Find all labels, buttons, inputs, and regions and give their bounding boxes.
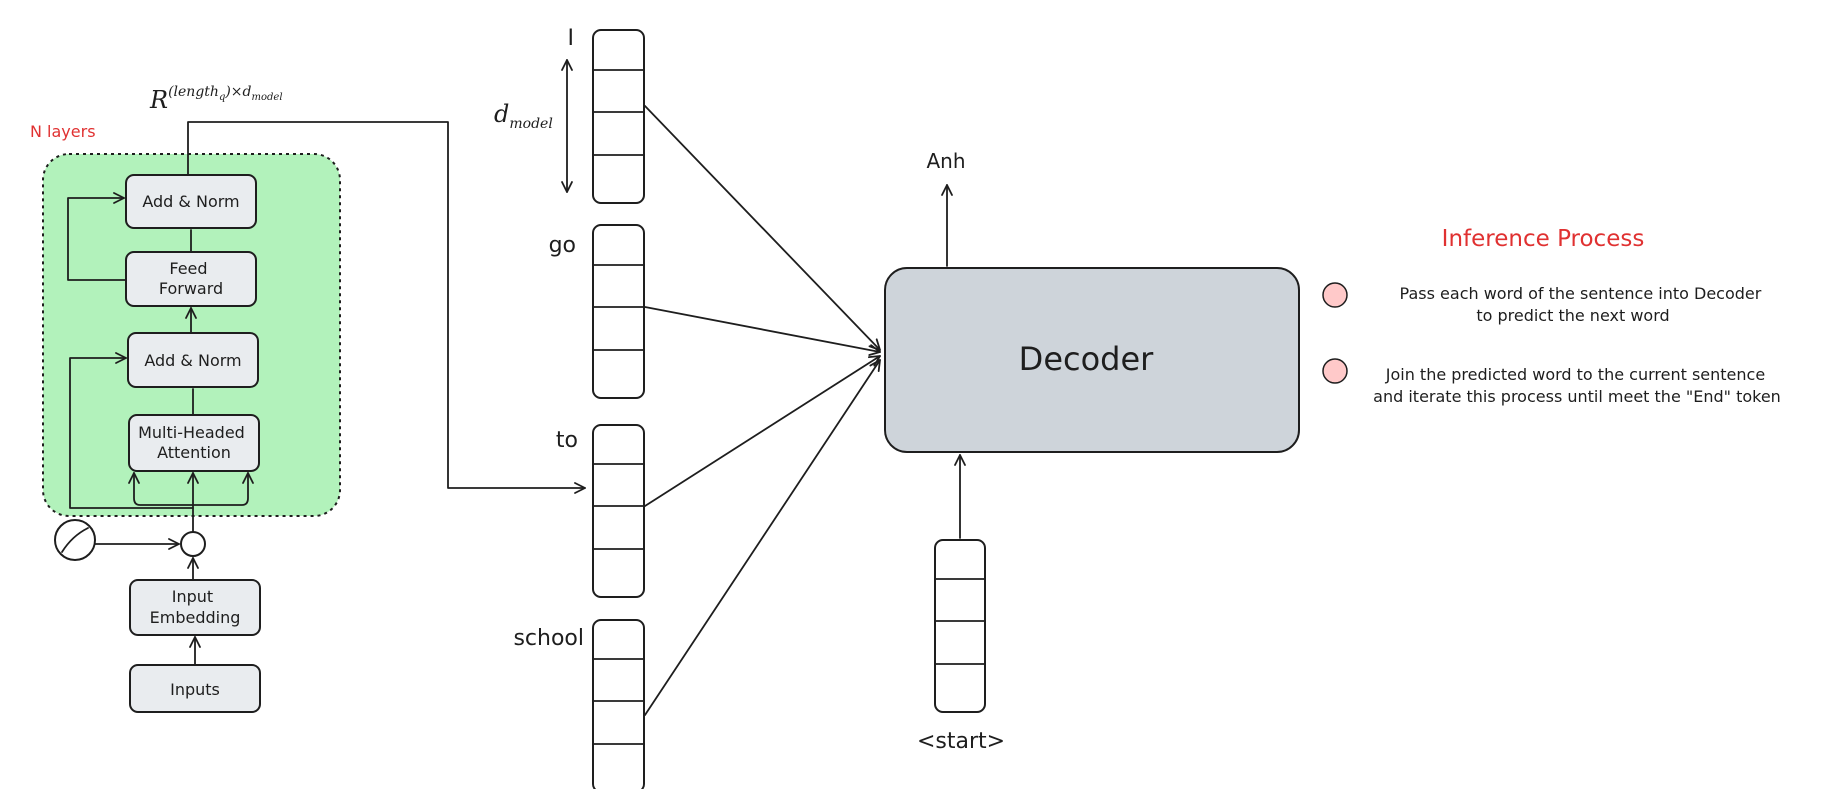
word-vector-school: school [513,619,645,789]
output-shape-label: R(lengthq)×dmodel [149,84,283,114]
start-token-label: <start> [917,729,1005,754]
n-layers-label: N layers [30,122,96,141]
encoder-stack: N layers R(lengthq)×dmodel Add & Norm Fe… [30,84,586,713]
inputs-label: Inputs [170,680,220,699]
arrow-to-to-decoder [644,355,881,507]
input-embedding-block [129,579,261,636]
input-embedding-label: Input Embedding [150,587,241,627]
arrow-go-to-decoder [644,306,881,356]
arrow-i-to-decoder [644,105,881,351]
word-vector-go: go [549,224,645,399]
arrow-school-to-decoder [644,359,881,716]
decoder-section: Decoder Anh <start> [644,105,1300,754]
positional-encoding-curve [61,527,89,553]
word-vectors: I go to school dmodel [494,26,645,789]
add-norm-top-block [125,174,257,229]
step-1-bullet [1322,282,1348,308]
word-label-to: to [556,428,578,453]
multi-headed-attention-block [128,414,260,472]
positional-encoding-icon [54,519,96,561]
decoder-label: Decoder [1019,340,1155,378]
word-label-school: school [513,626,584,651]
add-norm-top-label: Add & Norm [142,192,239,211]
encoder-arrows [67,121,586,666]
start-token-vector [934,539,986,713]
add-norm-bottom-label: Add & Norm [144,351,241,370]
feed-forward-label: Feed Forward [159,259,223,298]
add-norm-bottom-block [127,332,259,388]
word-label-i: I [568,26,575,51]
dimension-label: dmodel [494,100,553,132]
multi-headed-attention-label: Multi-Headed Attention [138,423,250,462]
add-positional-node [180,531,206,557]
inference-title: Inference Process [1442,226,1645,252]
word-label-go: go [549,233,576,258]
decoder-block [884,267,1300,453]
word-vector-i: I [568,26,645,204]
inference-process: Inference Process Pass each word of the … [1322,226,1781,406]
word-vector-to: to [556,424,645,598]
step-1-text: Pass each word of the sentence into Deco… [1400,284,1767,325]
step-2-text: Join the predicted word to the current s… [1373,365,1781,406]
step-2-bullet [1322,358,1348,384]
output-word: Anh [926,149,965,173]
